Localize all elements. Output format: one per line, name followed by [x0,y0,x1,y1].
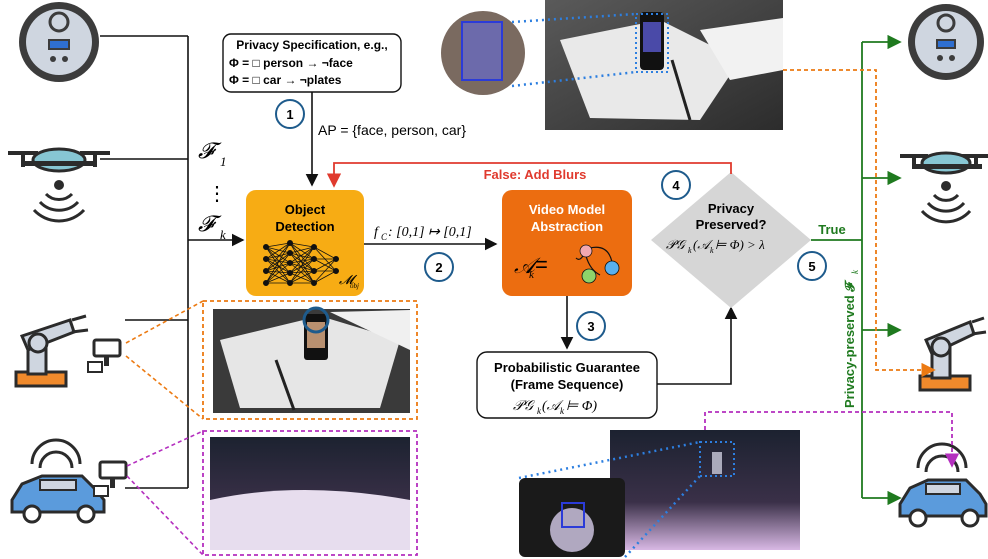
guarantee-box: Probabilistic Guarantee (Frame Sequence)… [476,351,658,419]
drone-icon [8,147,110,223]
feed-labels: 𝓕 1 ⋮ 𝓕 k [198,138,227,242]
car-output-icon [898,442,988,528]
detection-line-1: Object [285,202,326,217]
svg-text:𝒫𝒢: 𝒫𝒢 [513,399,535,414]
svg-text:⋮: ⋮ [207,183,227,205]
svg-text:5: 5 [808,259,815,274]
svg-text:=: = [535,252,548,277]
svg-text:𝓜: 𝓜 [339,272,358,287]
zoom-lines-top [511,12,637,88]
svg-text:𝒫𝒢: 𝒫𝒢 [666,237,687,252]
svg-text:k: k [850,269,860,274]
guarantee-line-2: (Frame Sequence) [511,377,624,392]
abstraction-line-2: Abstraction [531,219,603,234]
automaton-icon [575,244,620,284]
spec-formula-2: Φ = □ car → ¬plates [229,73,342,87]
night-frame-photo [610,430,800,550]
guarantee-to-decision-arrow [657,306,738,385]
svg-text:k: k [560,406,565,416]
svg-text:3: 3 [587,319,594,334]
step-marker-1: 1 [275,99,305,129]
car-camera-icon [10,438,128,524]
svg-text:⊨ Φ) > λ: ⊨ Φ) > λ [715,237,765,252]
car-frame-links [126,430,204,556]
svg-text:k: k [529,269,535,281]
robot-arm-frame [202,300,418,420]
svg-text:1: 1 [220,154,227,169]
car-output-dashed-arrow [704,411,960,468]
arm-frame-links [125,300,204,420]
svg-text:obj: obj [350,282,359,290]
svg-text:𝓕: 𝓕 [198,211,222,236]
detection-line-2: Detection [275,219,334,234]
arm-output-dashed-arrow [783,69,936,378]
fc-label: f C : [0,1] ↦ [0,1] [374,225,472,242]
svg-text:k: k [220,227,226,242]
car-frame [202,430,418,556]
drone-output-icon [900,151,988,224]
decision-line-1: Privacy [708,201,755,216]
svg-text:(𝒜: (𝒜 [542,399,564,414]
neural-network-icon [262,239,339,286]
zoomed-night-face [519,478,625,557]
svg-text:2: 2 [435,260,442,275]
svg-text:4: 4 [672,178,680,193]
spec-title: Privacy Specification, e.g., [236,38,387,52]
svg-text:(𝒜: (𝒜 [693,237,713,252]
svg-text:k: k [537,406,542,416]
guarantee-line-1: Probabilistic Guarantee [494,360,640,375]
svg-text:1: 1 [286,107,293,122]
svg-text:Privacy-preserved 𝓕: Privacy-preserved 𝓕 [842,280,857,408]
robot-vacuum-output-icon [908,4,984,80]
blurred-frame-photo [545,0,783,130]
step-marker-5: 5 [797,251,827,281]
svg-text:k: k [710,246,714,255]
video-model-box: Video Model Abstraction 𝒜 k = [502,190,632,296]
true-label: True [818,222,845,237]
input-bus [100,35,245,489]
step-marker-4: 4 [661,170,691,200]
object-detection-box: Object Detection 𝓜 obj [246,190,364,296]
svg-text:k: k [688,246,692,255]
privacy-spec-box: Privacy Specification, e.g., Φ = □ perso… [222,33,402,93]
spec-formula-1: Φ = □ person → ¬face [229,56,353,70]
robot-arm-camera-icon [14,314,122,388]
ap-label: AP = {face, person, car} [318,122,466,138]
feedback-arrow [326,162,732,188]
step-marker-3: 3 [576,311,606,341]
zoomed-face-circle [441,11,525,95]
svg-text:f: f [374,225,380,240]
svg-text:: [0,1] ↦ [0,1]: : [0,1] ↦ [0,1] [388,225,472,240]
svg-text:C: C [381,232,388,242]
robot-arm-output-icon [918,316,987,392]
privacy-decision-diamond: Privacy Preserved? 𝒫𝒢 k (𝒜 k ⊨ Φ) > λ [651,172,811,308]
decision-line-2: Preserved? [696,217,767,232]
svg-text:𝓕: 𝓕 [198,138,222,163]
output-label: Privacy-preserved 𝓕 k [842,269,860,408]
feedback-label: False: Add Blurs [484,167,587,182]
svg-text:⊨ Φ): ⊨ Φ) [566,399,597,414]
output-bus [811,34,902,506]
abstraction-line-1: Video Model [529,202,605,217]
step-marker-2: 2 [424,252,454,282]
robot-vacuum-icon [19,2,99,82]
zoom-lines-bottom [518,440,701,558]
